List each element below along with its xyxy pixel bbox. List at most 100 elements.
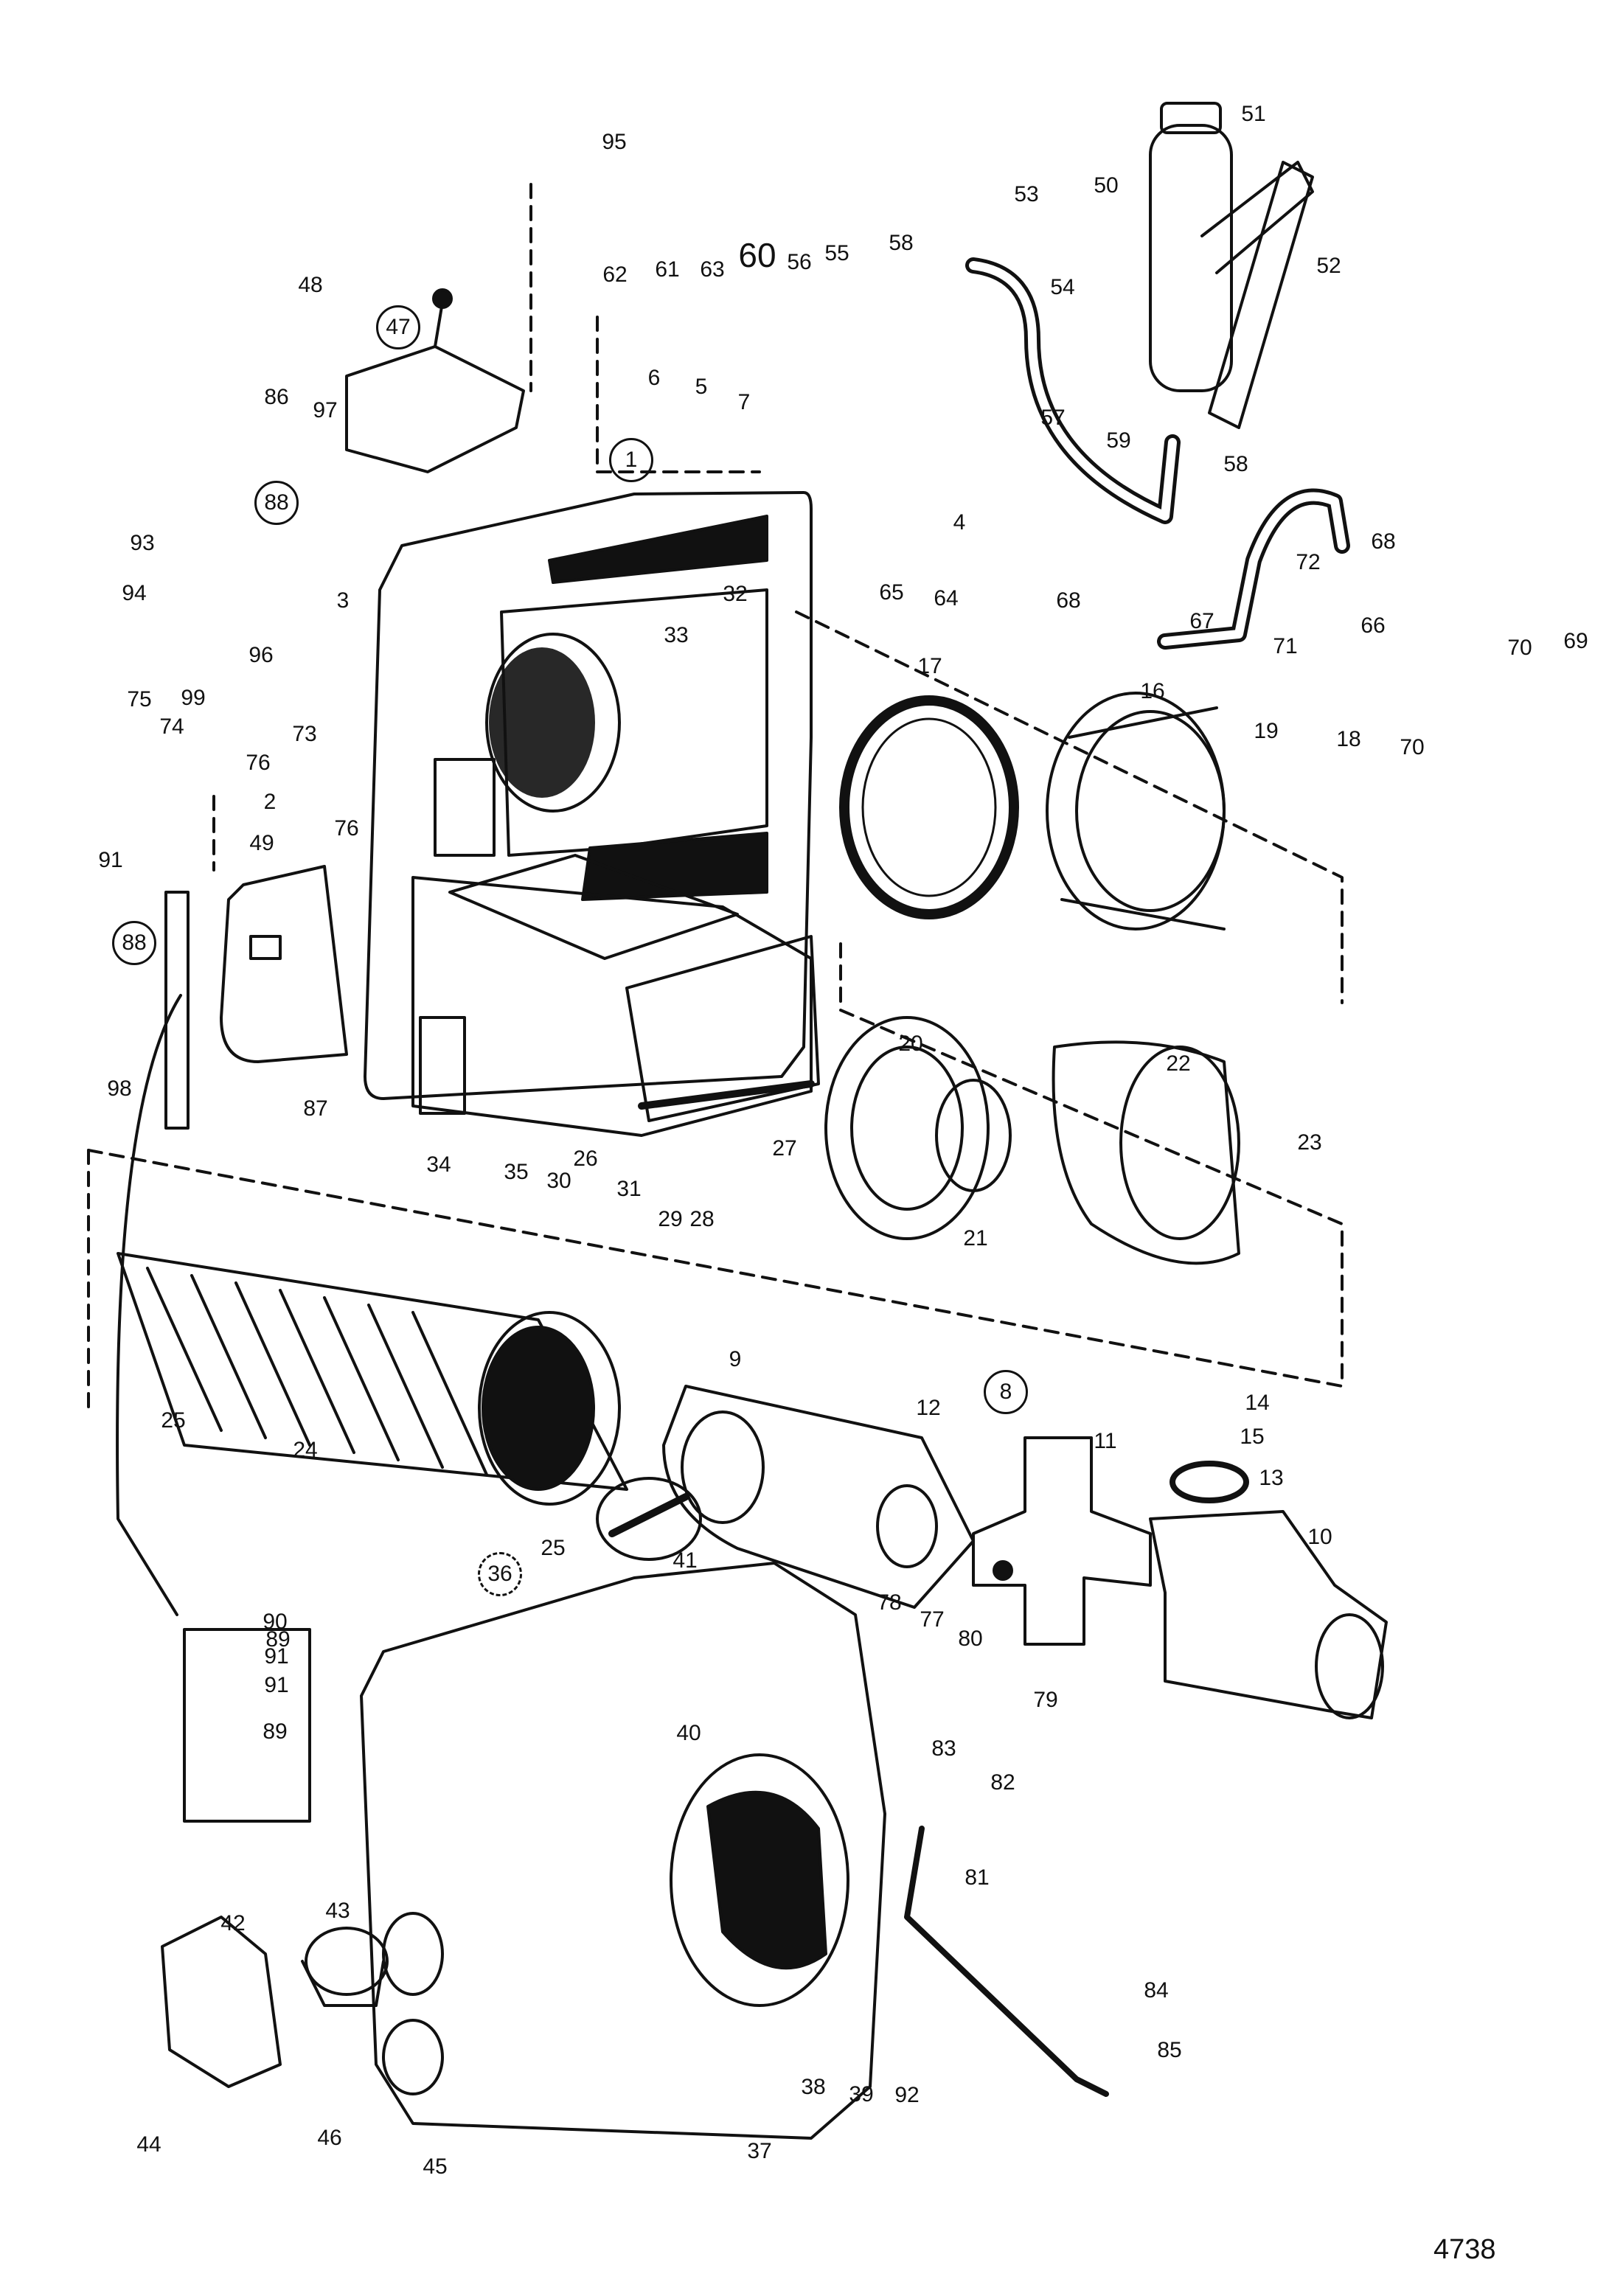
part-label-91a: 91 xyxy=(264,1673,289,1697)
part-label-63: 63 xyxy=(700,257,725,282)
part-label-22: 22 xyxy=(1166,1051,1191,1076)
part-label-19: 19 xyxy=(1254,719,1279,743)
part-label-78: 78 xyxy=(877,1590,902,1615)
part-label-1: 1 xyxy=(609,438,653,482)
part-label-21: 21 xyxy=(963,1226,988,1250)
part-label-90: 90 xyxy=(263,1610,288,1634)
part-label-60: 60 xyxy=(738,236,776,274)
part-label-65: 65 xyxy=(879,580,904,605)
cover-lid xyxy=(596,1477,702,1561)
part-label-7: 7 xyxy=(737,390,751,414)
part-label-77: 77 xyxy=(920,1607,945,1632)
expansion-tank xyxy=(1149,102,1314,429)
bellows-cone xyxy=(1052,1040,1240,1265)
part-label-64: 64 xyxy=(934,586,959,610)
part-label-28: 28 xyxy=(689,1207,715,1231)
part-label-66: 66 xyxy=(1360,613,1386,638)
part-label-27: 27 xyxy=(772,1136,797,1161)
part-label-24: 24 xyxy=(293,1438,318,1462)
u-joint-cross xyxy=(972,1436,1152,1646)
part-label-48: 48 xyxy=(298,273,323,297)
part-label-85: 85 xyxy=(1157,2038,1182,2062)
part-label-88b: 88 xyxy=(112,921,156,965)
part-label-95: 95 xyxy=(602,130,627,154)
part-label-20: 20 xyxy=(898,1032,923,1056)
part-label-69: 69 xyxy=(1563,629,1588,653)
part-label-94: 94 xyxy=(122,581,147,605)
part-label-49: 49 xyxy=(249,831,274,855)
part-label-17: 17 xyxy=(917,654,942,678)
part-label-52: 52 xyxy=(1316,254,1341,278)
part-label-99: 99 xyxy=(181,686,206,710)
part-label-71: 71 xyxy=(1273,634,1298,658)
part-label-30: 30 xyxy=(546,1169,571,1193)
part-label-14: 14 xyxy=(1245,1391,1270,1415)
oil-line xyxy=(904,1826,1109,2097)
part-label-89a: 89 xyxy=(265,1627,291,1652)
seal-ring xyxy=(839,695,1019,919)
part-label-89b: 89 xyxy=(263,1719,288,1744)
part-label-15: 15 xyxy=(1240,1424,1265,1449)
part-label-33: 33 xyxy=(664,623,689,647)
part-label-10: 10 xyxy=(1307,1525,1332,1549)
part-label-67: 67 xyxy=(1189,609,1214,633)
part-label-92: 92 xyxy=(894,2083,920,2107)
yoke xyxy=(1149,1510,1388,1719)
part-label-88a: 88 xyxy=(254,481,299,525)
gasket-plate xyxy=(824,1016,990,1240)
end-cap xyxy=(161,1916,282,2088)
part-label-74: 74 xyxy=(159,714,184,739)
part-label-83: 83 xyxy=(931,1736,956,1761)
flange-sleeve xyxy=(1046,692,1226,930)
part-label-80: 80 xyxy=(958,1627,983,1651)
part-label-93: 93 xyxy=(130,531,155,555)
lock-ring xyxy=(1170,1461,1249,1503)
part-label-70a: 70 xyxy=(1507,636,1532,660)
dashed-leaders xyxy=(87,183,1344,1417)
part-label-31: 31 xyxy=(616,1177,642,1201)
part-label-6: 6 xyxy=(647,366,661,390)
left-housing xyxy=(220,865,348,1063)
part-label-26: 26 xyxy=(573,1147,598,1171)
coolant-hose-inner xyxy=(1161,492,1346,646)
part-label-54: 54 xyxy=(1050,275,1075,299)
part-label-37: 37 xyxy=(747,2139,772,2163)
transom-shield xyxy=(364,491,813,1100)
bushing xyxy=(301,1927,389,2007)
part-label-13: 13 xyxy=(1259,1466,1284,1490)
part-label-75: 75 xyxy=(127,687,152,712)
part-label-35: 35 xyxy=(504,1160,529,1184)
part-label-53: 53 xyxy=(1014,182,1039,206)
part-label-82: 82 xyxy=(990,1770,1015,1795)
part-label-47: 47 xyxy=(376,305,420,349)
part-label-2: 2 xyxy=(263,790,277,814)
drawing-number: 4738 xyxy=(1433,2234,1496,2265)
part-label-76b: 76 xyxy=(334,816,359,841)
part-label-23: 23 xyxy=(1297,1130,1322,1155)
part-label-68a: 68 xyxy=(1371,529,1396,554)
part-label-50: 50 xyxy=(1094,173,1119,198)
part-label-91b: 91 xyxy=(264,1644,289,1669)
part-label-58a: 58 xyxy=(889,231,914,255)
part-label-16: 16 xyxy=(1140,679,1165,703)
part-label-58b: 58 xyxy=(1223,452,1248,476)
part-label-98: 98 xyxy=(107,1076,132,1101)
part-label-91c: 91 xyxy=(98,848,123,872)
part-label-4: 4 xyxy=(953,510,966,535)
part-label-34: 34 xyxy=(426,1152,451,1177)
part-label-84: 84 xyxy=(1144,1978,1169,2003)
intermediate-housing xyxy=(360,1562,886,2140)
part-label-36: 36 xyxy=(478,1552,522,1596)
part-label-3: 3 xyxy=(336,588,350,613)
part-label-40: 40 xyxy=(676,1721,701,1745)
part-label-11: 11 xyxy=(1094,1429,1117,1453)
part-label-72: 72 xyxy=(1296,550,1321,574)
part-label-56: 56 xyxy=(787,250,812,274)
part-label-76a: 76 xyxy=(246,751,271,775)
part-label-62: 62 xyxy=(602,262,628,287)
part-label-51: 51 xyxy=(1241,102,1266,126)
part-label-12: 12 xyxy=(916,1396,941,1420)
part-label-68b: 68 xyxy=(1056,588,1081,613)
cable-connector xyxy=(164,891,190,1130)
